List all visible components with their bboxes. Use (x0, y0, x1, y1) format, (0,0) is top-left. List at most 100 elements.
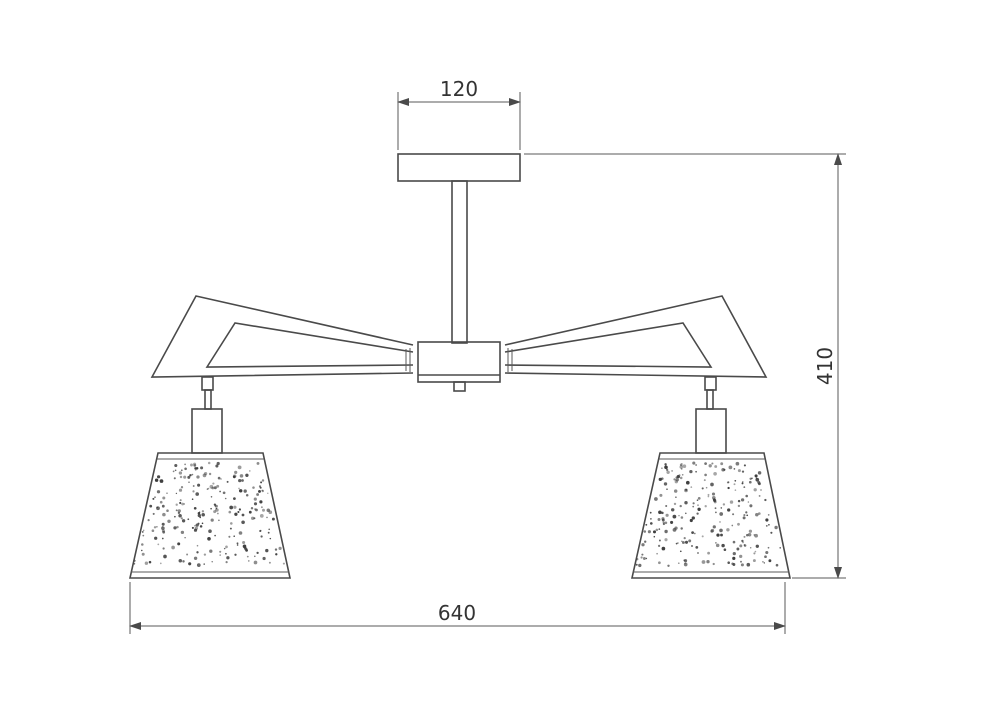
shade-speck (658, 477, 662, 482)
shade-speck (199, 525, 203, 528)
shade-speck (162, 547, 165, 550)
shade-speck (152, 497, 155, 500)
shade-speck (640, 556, 643, 559)
shade-speck (666, 470, 670, 475)
shade-speck (256, 461, 260, 465)
shade-speck (197, 512, 201, 515)
shade-speck (706, 560, 710, 564)
shade-speck (688, 539, 692, 543)
shade-speck (679, 463, 683, 467)
shade-speck (211, 561, 213, 563)
shade-speck (696, 499, 699, 501)
shade-speck (676, 474, 680, 479)
shade-speck (711, 492, 716, 496)
shade-speck (207, 461, 211, 465)
shade-speck (233, 497, 236, 500)
shade-speck (161, 529, 165, 533)
shade-speck (726, 528, 730, 532)
shade-speck (166, 492, 168, 495)
shade-speck (656, 552, 658, 555)
shade-speck (681, 541, 685, 544)
shade-speck (672, 514, 677, 519)
shade-speck (719, 521, 721, 523)
shade-speck (652, 530, 657, 534)
shade-speck (219, 554, 221, 556)
shade-speck (271, 517, 275, 521)
shade-speck (745, 494, 748, 498)
shade-speck (684, 562, 686, 564)
shade-speck (654, 497, 658, 501)
shade-speck (162, 496, 166, 500)
shade-speck (727, 481, 730, 484)
shade-speck (741, 539, 744, 543)
shade-speck (711, 462, 714, 465)
shade-speck (212, 482, 215, 485)
shade-speck (133, 562, 136, 565)
shade-speck (658, 528, 661, 530)
shade-speck (666, 488, 668, 490)
shade-speck (195, 467, 199, 470)
shade-speck (754, 533, 758, 538)
shade-speck (245, 493, 249, 497)
shade-speck (727, 486, 730, 490)
shade-speck (244, 547, 248, 551)
shade-speck (753, 488, 757, 492)
shade-speck (770, 531, 773, 534)
shade-speck (179, 501, 182, 505)
shade-speck (748, 529, 753, 533)
shade-speck (259, 500, 263, 504)
shade-speck (184, 463, 186, 466)
shade-speck (665, 513, 669, 517)
shade-speck (175, 492, 178, 495)
shade-speck (184, 467, 187, 471)
shade-speck (653, 535, 656, 538)
shade-speck (133, 559, 136, 562)
shade-speck (182, 560, 185, 563)
shade-speck (197, 483, 201, 487)
shade-speck (664, 465, 668, 470)
shade-speck (210, 507, 212, 510)
shade-speck (775, 563, 779, 567)
shade-speck (692, 505, 695, 508)
shade-speck (256, 493, 260, 496)
shade-speck (196, 551, 199, 554)
shade-speck (708, 464, 712, 468)
shade-speck (683, 536, 686, 540)
shade-speck (225, 552, 227, 555)
shade-speck (190, 463, 193, 467)
shade-speck (209, 549, 213, 553)
shade-speck (193, 464, 197, 467)
shade-speck (253, 560, 258, 565)
shade-speck (664, 538, 668, 542)
shade-speck (161, 504, 165, 508)
shade-speck (191, 473, 194, 476)
shade-speck (767, 546, 770, 549)
shade-speck (174, 515, 176, 518)
shade-speck (774, 525, 778, 530)
shade-speck (238, 489, 243, 493)
shade-speck (154, 496, 156, 498)
shade-speck (241, 513, 245, 517)
shade-speck (186, 553, 189, 556)
shade-speck (732, 556, 736, 561)
shade-speck (740, 560, 742, 563)
shade-speck (677, 562, 680, 565)
shade-speck (239, 474, 244, 478)
shade-speck (268, 528, 271, 531)
shade-speck (256, 551, 259, 555)
shade-speck (757, 471, 762, 475)
shade-speck (665, 504, 668, 508)
shade-speck (662, 521, 665, 524)
shade-speck (207, 487, 210, 490)
shade-speck (681, 540, 683, 543)
shade-speck (680, 516, 684, 519)
shade-speck (181, 502, 185, 506)
shade-speck (714, 507, 717, 510)
shade-speck (712, 525, 716, 529)
shade-speck (734, 489, 737, 491)
shade-speck (201, 512, 205, 517)
shade-speck (658, 539, 661, 542)
shade-speck (745, 511, 748, 514)
shade-speck (233, 535, 235, 537)
shade-speck (177, 509, 181, 513)
